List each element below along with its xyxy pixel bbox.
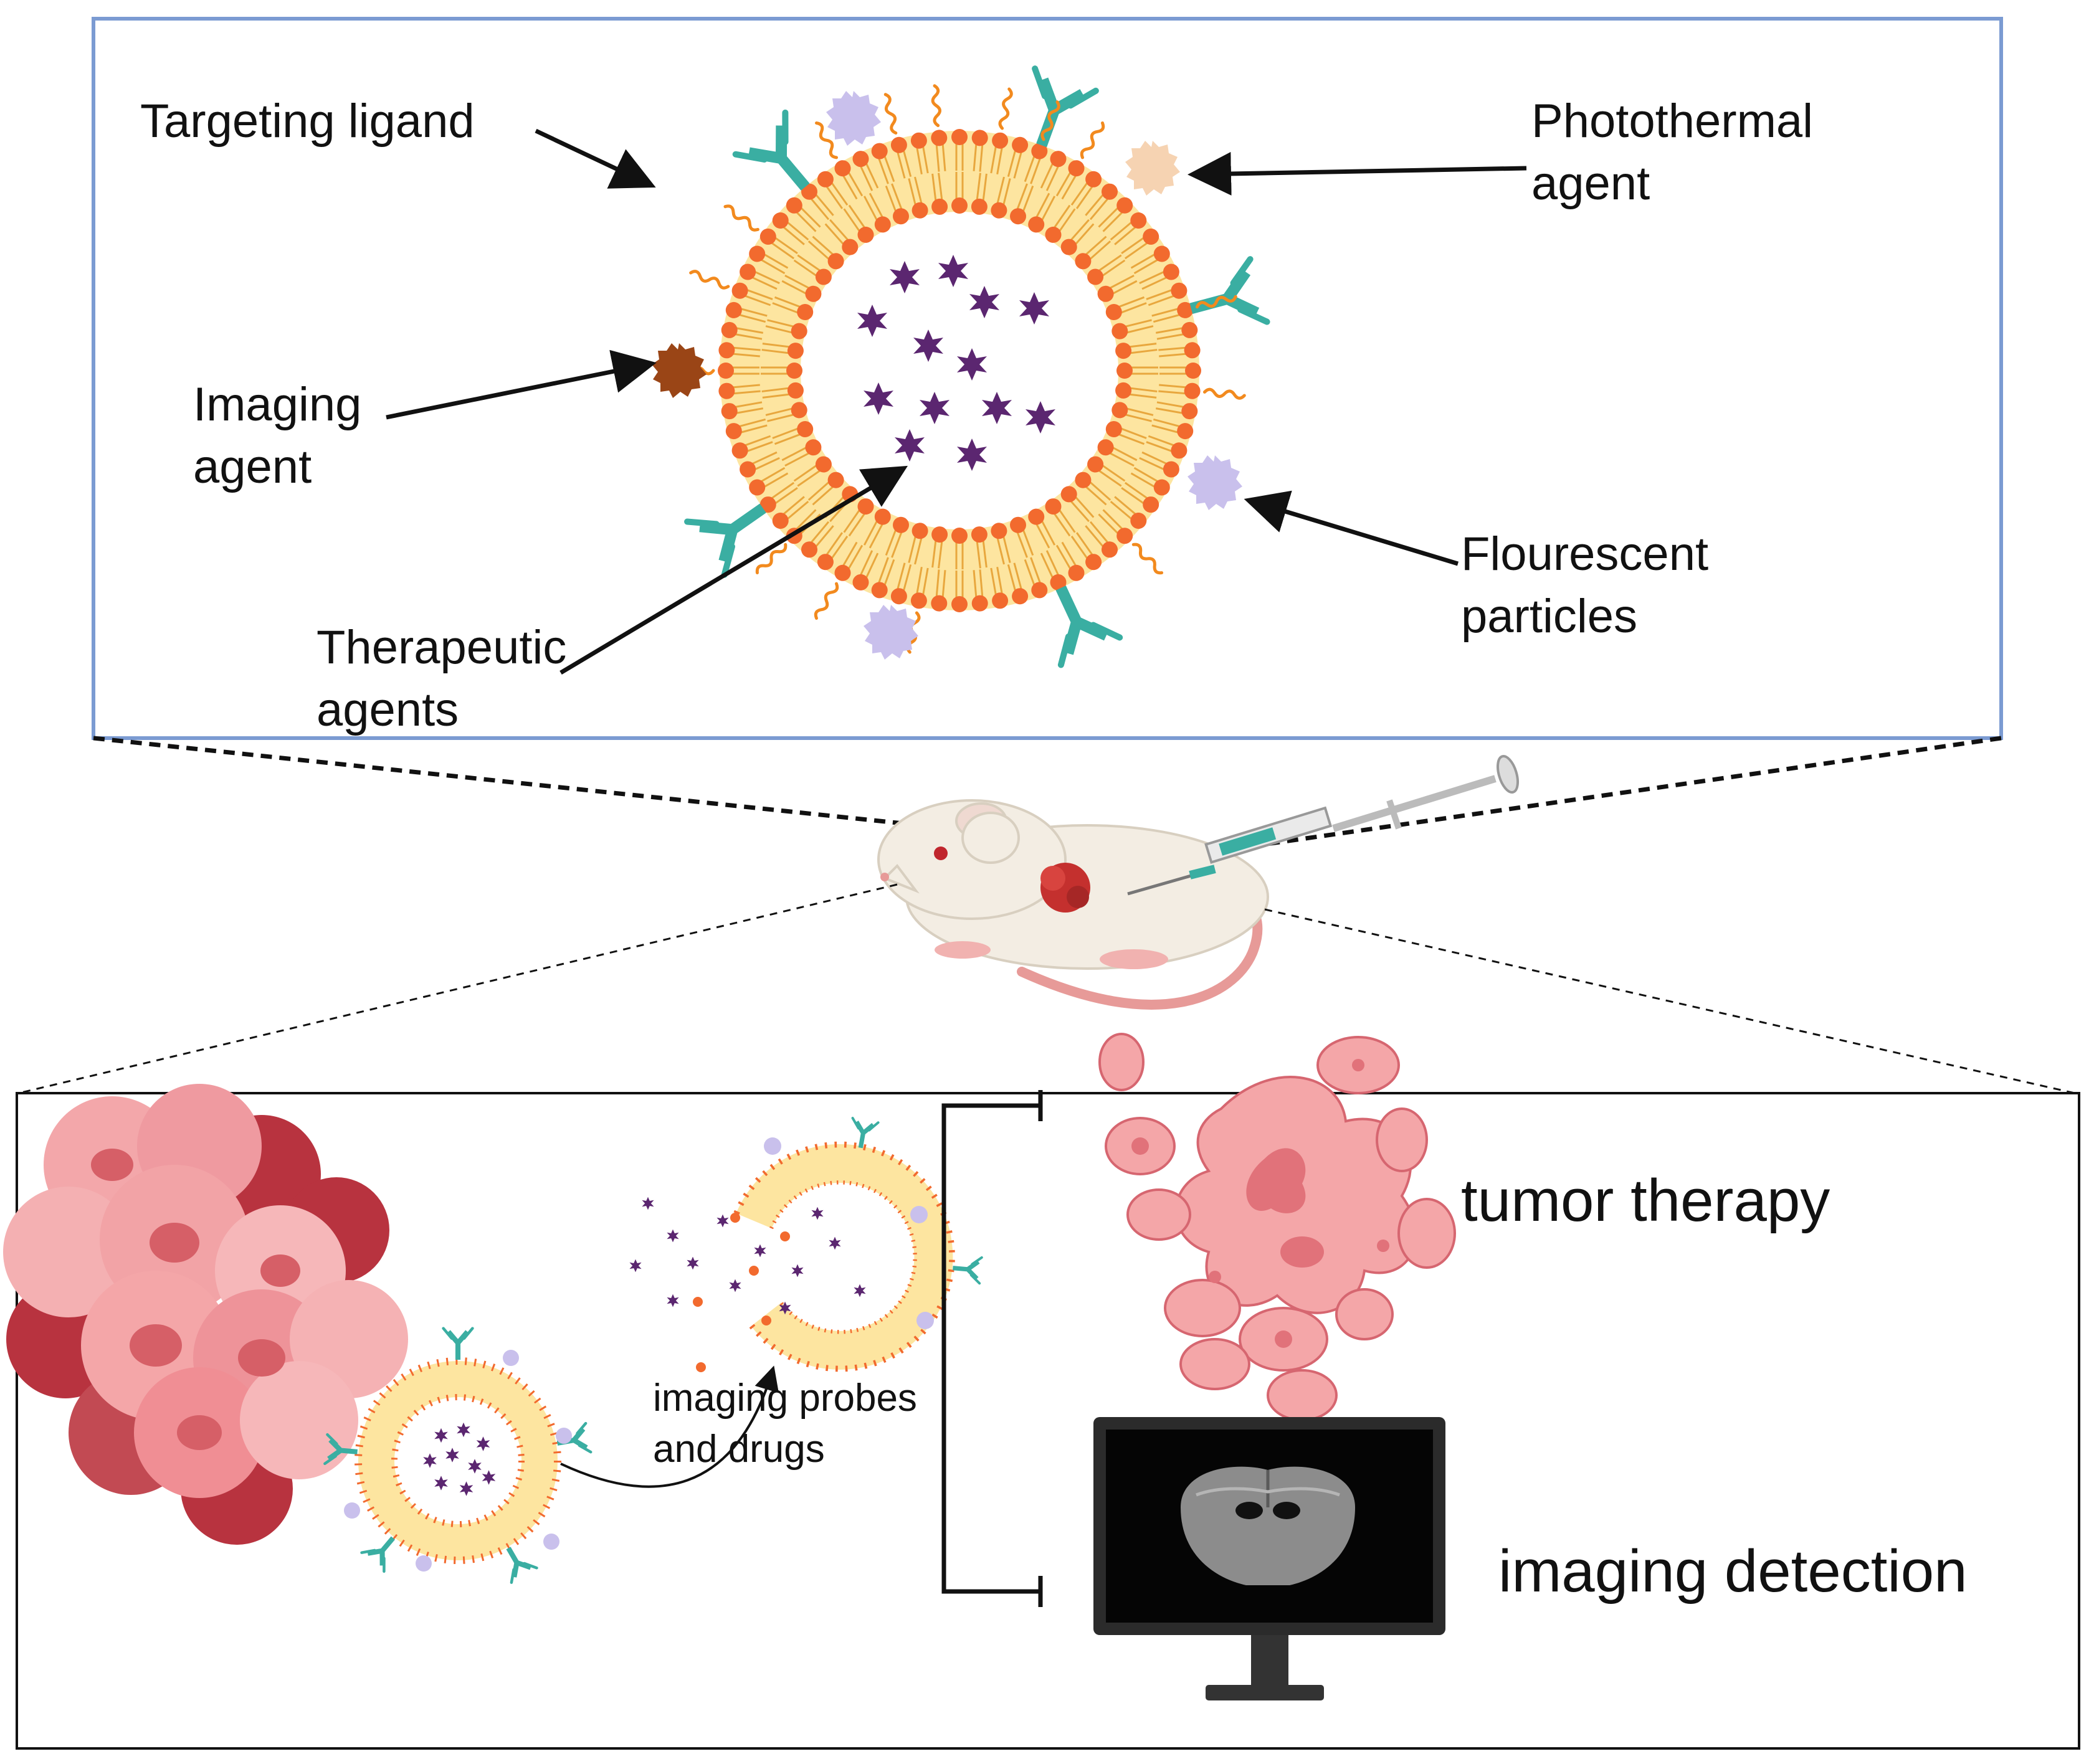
zoom-line-lower-left xyxy=(18,883,898,1094)
zoom-line-left xyxy=(93,736,1010,837)
arrow-photothermal-agent xyxy=(1188,151,1527,196)
dispersed-tumor-nuclei xyxy=(1131,1059,1389,1348)
liposome-icon xyxy=(652,69,1267,665)
arrow-fluorescent-particles xyxy=(1244,490,1459,566)
small-liposome-ruptured xyxy=(733,1118,982,1372)
label-imaging-detection: imaging detection xyxy=(1498,1538,1967,1605)
brain-scan-icon xyxy=(1181,1466,1355,1585)
zoom-line-lower-right xyxy=(1264,908,2075,1094)
small-liposome-intact xyxy=(325,1329,591,1583)
arrow-therapeutic-agents xyxy=(559,465,908,675)
label-photothermal-agent: Photothermal agent xyxy=(1531,95,1826,210)
label-imaging-agent: Imaging agent xyxy=(193,378,375,493)
syringe-icon xyxy=(1127,755,1520,896)
tumor-cell-cluster-icon xyxy=(3,1084,408,1545)
dispersed-tumor-icon xyxy=(1098,1033,1456,1421)
mouse-tumor xyxy=(1040,863,1090,913)
bottom-panel xyxy=(16,1092,2080,1750)
outcome-bracket xyxy=(941,1090,1043,1607)
label-release-caption: imaging probes and drugs xyxy=(653,1377,928,1471)
label-tumor-therapy: tumor therapy xyxy=(1461,1167,1830,1234)
label-fluorescent-particles: Flourescent particles xyxy=(1461,528,1721,643)
label-therapeutic-agents: Therapeutic agents xyxy=(317,621,579,736)
release-arrow xyxy=(560,1365,779,1488)
monitor-icon xyxy=(1093,1417,1445,1700)
arrow-imaging-agent xyxy=(386,349,657,420)
arrow-targeting-ligand xyxy=(535,128,656,189)
zoom-line-right xyxy=(1158,736,2002,862)
released-lipids xyxy=(693,1213,790,1372)
mouse-icon xyxy=(877,799,1269,1010)
label-targeting-ligand: Targeting ligand xyxy=(140,95,475,148)
